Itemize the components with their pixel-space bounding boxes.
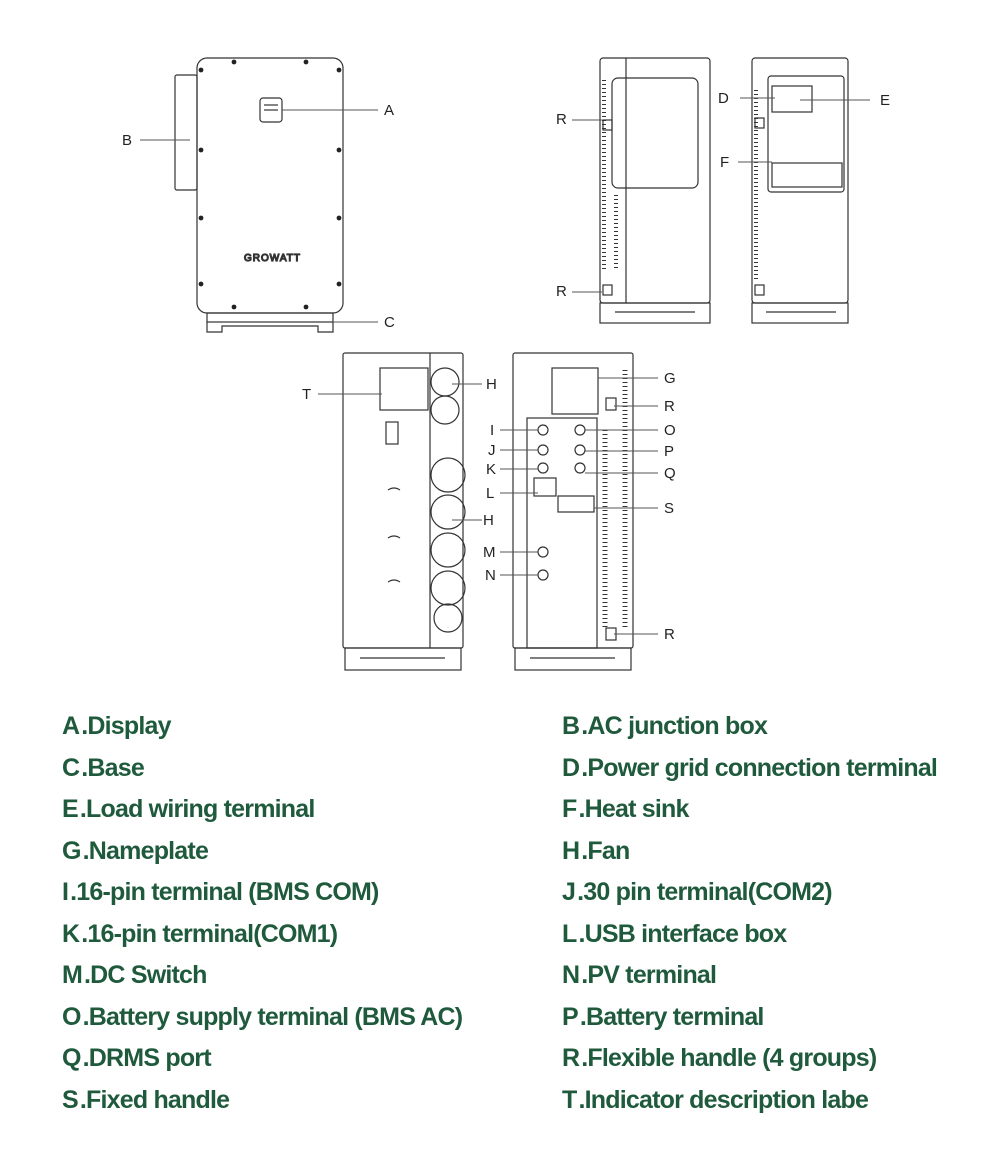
legend-letter: P <box>562 1002 579 1031</box>
legend-text: .PV terminal <box>581 961 717 989</box>
legend-item-q: Q.DRMS port <box>62 1044 212 1073</box>
legend-text: .Load wiring terminal <box>79 795 315 823</box>
legend-item-m: M.DC Switch <box>62 961 207 990</box>
callout-r-2: R <box>556 283 567 300</box>
legend-letter: O <box>62 1002 81 1031</box>
callout-b: B <box>122 132 132 149</box>
legend-item-g: G.Nameplate <box>62 836 209 866</box>
callout-r-4: R <box>664 626 675 643</box>
legend-text: .Battery supply terminal (BMS AC) <box>82 1002 463 1031</box>
legend-item-a: A.Display <box>62 712 172 741</box>
callout-p: P <box>664 443 674 460</box>
legend-text: .DRMS port <box>82 1044 212 1072</box>
legend-item-n: N.PV terminal <box>562 961 717 990</box>
legend-item-d: D.Power grid connection terminal <box>562 753 938 783</box>
callout-h-1: H <box>486 376 497 393</box>
legend-text: .30 pin terminal(COM2) <box>577 878 832 906</box>
legend-text: .Fan <box>581 836 630 865</box>
callout-j: J <box>488 442 496 459</box>
legend-letter: S <box>62 1085 79 1114</box>
legend-item-c: C.Base <box>62 753 145 783</box>
legend-item-k: K.16-pin terminal(COM1) <box>62 919 338 949</box>
legend-text: .AC junction box <box>581 712 768 740</box>
legend-item-b: B.AC junction box <box>562 712 768 741</box>
legend-letter: A <box>62 712 80 740</box>
legend-item-o: O.Battery supply terminal (BMS AC) <box>62 1002 463 1032</box>
legend-text: .16-pin terminal(COM1) <box>81 919 338 948</box>
side-view-open <box>751 57 849 324</box>
legend-text: .Indicator description labe <box>578 1085 869 1114</box>
legend-item-j: J.30 pin terminal(COM2) <box>562 878 833 907</box>
legend-item-s: S.Fixed handle <box>62 1085 230 1115</box>
legend-text: .Display <box>81 712 171 740</box>
legend-letter: M <box>62 961 83 989</box>
legend-letter: L <box>562 919 577 948</box>
callout-k: K <box>486 461 496 478</box>
callout-o: O <box>664 422 676 439</box>
legend-text: .Base <box>81 753 145 782</box>
legend-letter: N <box>562 961 580 989</box>
legend-text: .16-pin terminal (BMS COM) <box>70 878 379 906</box>
callout-c: C <box>384 314 395 331</box>
callout-i: I <box>490 422 494 439</box>
product-diagram: GROWATT <box>122 57 890 671</box>
legend-letter: K <box>62 919 80 948</box>
side-view-fans <box>342 352 466 671</box>
legend-letter: G <box>62 836 81 865</box>
legend-item-f: F.Heat sink <box>562 795 689 824</box>
callout-d: D <box>718 90 729 107</box>
callout-s: S <box>664 500 674 517</box>
legend-text: .USB interface box <box>578 919 787 948</box>
callout-a: A <box>384 102 394 119</box>
brand-logo: GROWATT <box>244 253 301 264</box>
side-view-covered <box>599 57 711 324</box>
legend-letter: R <box>562 1044 580 1072</box>
legend-text: .Fixed handle <box>79 1085 230 1114</box>
legend-item-i: I.16-pin terminal (BMS COM) <box>62 878 379 907</box>
legend-item-r: R.Flexible handle (4 groups) <box>562 1044 877 1073</box>
legend-letter: F <box>562 795 577 823</box>
legend-letter: H <box>562 836 580 865</box>
front-view: GROWATT <box>174 57 344 333</box>
legend-item-l: L.USB interface box <box>562 919 787 949</box>
callout-f: F <box>720 154 729 171</box>
callout-h-2: H <box>483 512 494 529</box>
legend-text: .Nameplate <box>82 836 209 865</box>
callout-t: T <box>302 386 311 403</box>
legend-text: .Battery terminal <box>579 1002 765 1031</box>
legend-item-p: P.Battery terminal <box>562 1003 764 1032</box>
legend-item-e: E.Load wiring terminal <box>62 795 315 824</box>
legend-letter: C <box>62 753 80 782</box>
side-view-terminals <box>512 352 634 671</box>
front-housing <box>196 57 344 314</box>
ac-junction-box <box>174 74 198 191</box>
legend-text: .Flexible handle (4 groups) <box>581 1044 877 1072</box>
callout-e: E <box>880 92 890 109</box>
legend-item-t: T.Indicator description labe <box>562 1085 869 1115</box>
callout-q: Q <box>664 465 676 482</box>
legend-item-h: H.Fan <box>562 836 630 866</box>
legend-letter: I <box>62 878 69 906</box>
legend-text: .Power grid connection terminal <box>581 753 938 782</box>
callout-g: G <box>664 370 676 387</box>
callout-n: N <box>485 567 496 584</box>
callout-l: L <box>486 485 494 502</box>
legend-letter: Q <box>62 1044 81 1072</box>
legend-letter: B <box>562 712 580 740</box>
legend-letter: D <box>562 753 580 782</box>
legend-letter: T <box>562 1085 577 1114</box>
legend-letter: E <box>62 795 79 823</box>
legend-text: .Heat sink <box>578 795 689 823</box>
callout-r-1: R <box>556 111 567 128</box>
legend-text: .DC Switch <box>84 961 207 989</box>
callout-r-3: R <box>664 398 675 415</box>
callout-m: M <box>483 544 496 561</box>
legend-letter: J <box>562 878 576 906</box>
